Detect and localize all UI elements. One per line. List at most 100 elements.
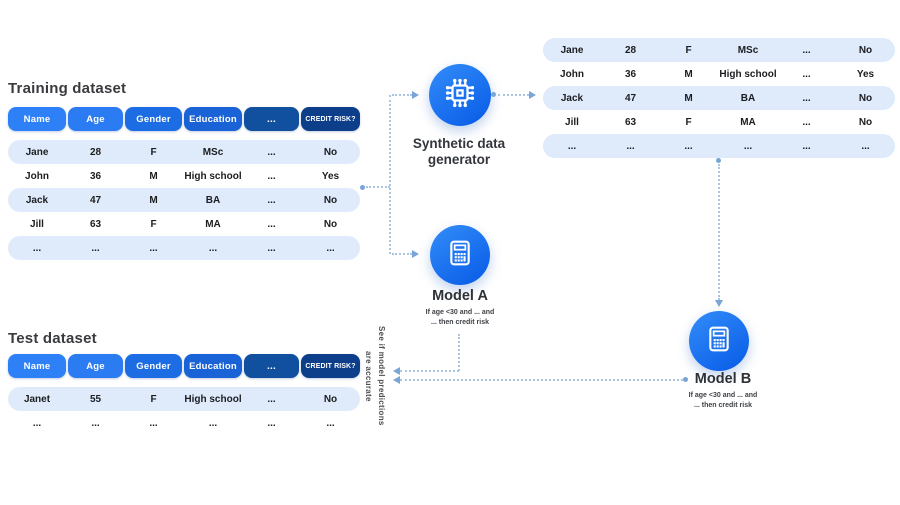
connector-branch-v bbox=[389, 95, 391, 254]
column-header: Age bbox=[68, 354, 123, 378]
model-b-label: Model B bbox=[694, 371, 752, 387]
table-cell: No bbox=[323, 393, 338, 405]
column-header: Education bbox=[184, 354, 242, 378]
synthetic-data-generator-label: Synthetic data generator bbox=[412, 136, 506, 167]
table-cell: BA bbox=[205, 194, 221, 206]
column-header: CREDIT RISK? bbox=[301, 107, 360, 131]
table-cell: No bbox=[323, 146, 338, 158]
table-cell: ... bbox=[267, 417, 276, 429]
table-cell: F bbox=[685, 116, 692, 128]
table-cell: ... bbox=[32, 417, 42, 429]
arrowhead-to-synthetic-table bbox=[529, 91, 536, 99]
table-cell: ... bbox=[802, 92, 811, 104]
table-cell: John bbox=[25, 170, 49, 182]
table-cell: ... bbox=[802, 116, 811, 128]
table-cell: ... bbox=[326, 417, 335, 429]
table-cell: No bbox=[323, 194, 338, 206]
connector-generator-to-table bbox=[498, 94, 529, 96]
table-cell: Jack bbox=[25, 194, 49, 206]
table-cell: ... bbox=[267, 194, 276, 206]
connector-model-a-to-test bbox=[400, 370, 459, 372]
table-cell: ... bbox=[626, 140, 635, 152]
table-cell: M bbox=[149, 194, 158, 206]
table-cell: F bbox=[150, 393, 157, 405]
table-cell: 47 bbox=[89, 194, 102, 206]
table-cell: 47 bbox=[624, 92, 637, 104]
table-cell: MSc bbox=[737, 44, 759, 56]
table-cell: 28 bbox=[89, 146, 102, 158]
table-row: .................. bbox=[8, 236, 360, 260]
table-row: .................. bbox=[8, 411, 360, 435]
prediction-note-line1: See if model predictions bbox=[377, 326, 386, 426]
connector-model-b-to-test bbox=[400, 379, 683, 381]
model-b-node bbox=[689, 311, 749, 371]
model-a-rule-line2: ... then credit risk bbox=[431, 319, 489, 326]
table-cell: Jane bbox=[25, 146, 49, 158]
model-a-rule-line1: If age <30 and ... and bbox=[425, 309, 495, 316]
table-row: .................. bbox=[543, 134, 895, 158]
table-cell: High school bbox=[719, 68, 777, 80]
connector-dot-training-out bbox=[360, 185, 365, 190]
table-cell: ... bbox=[802, 44, 811, 56]
table-cell: ... bbox=[684, 140, 693, 152]
column-header: ... bbox=[244, 107, 299, 131]
prediction-note-line2: are accurate bbox=[364, 350, 373, 402]
arrowhead-model-b-to-test bbox=[393, 376, 400, 384]
column-header: Name bbox=[8, 354, 66, 378]
table-cell: ... bbox=[326, 242, 335, 254]
table-cell: Jane bbox=[560, 44, 584, 56]
table-cell: High school bbox=[184, 170, 242, 182]
table-cell: No bbox=[323, 218, 338, 230]
model-b-rule-line1: If age <30 and ... and bbox=[688, 392, 758, 399]
table-cell: 36 bbox=[624, 68, 637, 80]
column-header: Gender bbox=[125, 107, 182, 131]
table-cell: BA bbox=[740, 92, 756, 104]
table-cell: M bbox=[684, 68, 693, 80]
table-cell: ... bbox=[208, 417, 218, 429]
table-cell: ... bbox=[861, 140, 870, 152]
table-cell: 63 bbox=[624, 116, 637, 128]
table-cell: No bbox=[858, 44, 873, 56]
table-cell: MA bbox=[740, 116, 756, 128]
table-cell: M bbox=[684, 92, 693, 104]
table-cell: No bbox=[858, 116, 873, 128]
table-cell: Jack bbox=[560, 92, 584, 104]
model-a-label: Model A bbox=[432, 288, 488, 304]
prediction-note: See if model predictions are accurate bbox=[362, 306, 388, 446]
test-dataset-title: Test dataset bbox=[8, 330, 97, 347]
connector-dot-generator-out bbox=[491, 92, 496, 97]
connector-dot-table-out bbox=[716, 158, 721, 163]
connector-dot-model-b-out bbox=[683, 377, 688, 382]
table-cell: ... bbox=[267, 170, 276, 182]
table-cell: ... bbox=[267, 242, 276, 254]
chip-icon bbox=[442, 75, 478, 116]
table-cell: High school bbox=[184, 393, 242, 405]
table-row: Jack 47 M BA... No bbox=[8, 188, 360, 212]
connector-table-to-model-b bbox=[718, 164, 720, 300]
table-cell: MSc bbox=[202, 146, 224, 158]
table-cell: ... bbox=[149, 242, 158, 254]
table-cell: Jill bbox=[30, 218, 44, 230]
table-cell: 63 bbox=[89, 218, 102, 230]
column-header: Name bbox=[8, 107, 66, 131]
training-dataset-title: Training dataset bbox=[8, 80, 127, 97]
column-header: Education bbox=[184, 107, 242, 131]
arrowhead-to-model-a bbox=[412, 250, 419, 258]
table-cell: ... bbox=[802, 68, 811, 80]
table-cell: Yes bbox=[856, 68, 875, 80]
table-cell: M bbox=[149, 170, 158, 182]
table-cell: ... bbox=[567, 140, 577, 152]
table-cell: ... bbox=[267, 146, 276, 158]
table-cell: ... bbox=[149, 417, 158, 429]
table-cell: 28 bbox=[624, 44, 637, 56]
table-cell: ... bbox=[267, 218, 276, 230]
